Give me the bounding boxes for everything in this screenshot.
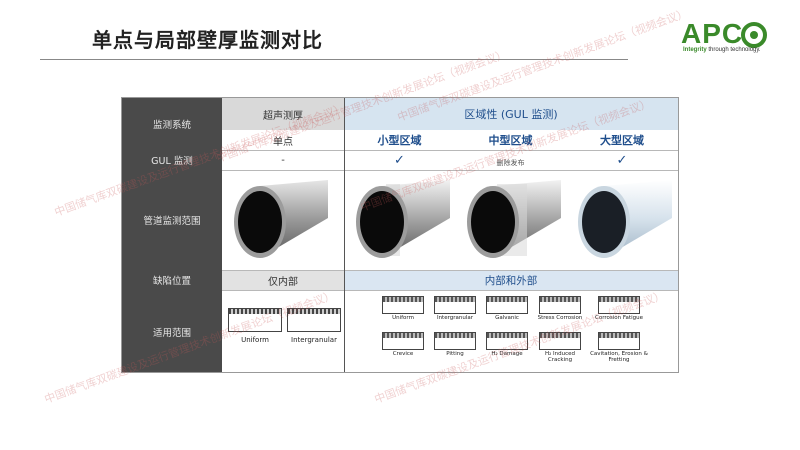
check-small: ✓	[394, 152, 405, 168]
gul-type-r2-3-label: H₂ Induced Cracking	[544, 351, 576, 363]
row-label-system: 监测系统	[152, 120, 191, 131]
logo-ring-icon	[741, 22, 767, 48]
ut-type-intergranular: Intergranular	[286, 308, 342, 344]
row-label-scope: 适用范围	[152, 328, 191, 339]
gul-type-r1-4-label: Corrosion Fatigue	[595, 315, 643, 321]
gul-defect-loc: 内部和外部	[344, 270, 678, 290]
row-divider	[222, 170, 678, 171]
ut-type-uniform: Uniform	[228, 308, 282, 344]
gul-type-r2-4: Cavitation, Erosion & Fretting	[588, 332, 650, 363]
row-divider	[222, 270, 678, 271]
gul-type-r2-2: H₂ Damage	[482, 332, 532, 357]
pipe-ut	[234, 180, 328, 258]
ut-type-uniform-label: Uniform	[241, 336, 269, 344]
label-column	[122, 98, 222, 372]
check-large: ✓	[616, 152, 628, 168]
gul-col-small: 小型区域	[377, 134, 422, 147]
gul-type-r2-4-label: Cavitation, Erosion & Fretting	[590, 351, 648, 363]
logo: APC Integrity through technology.	[681, 18, 773, 56]
gul-type-r1-0-label: Uniform	[392, 315, 414, 321]
ut-gul-value: -	[281, 154, 285, 166]
medium-note: 删除发布	[496, 159, 525, 167]
pipe-small	[356, 180, 450, 258]
row-label-range: 管道监测范围	[143, 216, 201, 227]
row-label-gul: GUL 监测	[151, 156, 193, 167]
gul-type-r2-1-label: Pitting	[446, 351, 464, 357]
gul-col-medium: 中型区域	[488, 134, 533, 147]
gul-col-large: 大型区域	[600, 134, 644, 147]
ut-header: 超声测厚	[222, 98, 344, 130]
gul-type-r2-3: H₂ Induced Cracking	[532, 332, 588, 363]
gul-type-r1-2: Galvanic	[482, 296, 532, 321]
gul-type-r1-1: Intergranular	[429, 296, 481, 321]
logo-tagline: Integrity through technology.	[683, 47, 761, 53]
ut-sub: 单点	[273, 136, 293, 148]
gul-type-r1-1-label: Intergranular	[436, 315, 474, 321]
gul-type-r1-2-label: Galvanic	[495, 315, 519, 321]
gul-header: 区域性 (GUL 监测)	[344, 98, 678, 130]
pipe-large	[578, 180, 672, 258]
gul-type-r1-3: Stress Corrosion	[532, 296, 588, 321]
logo-tagline-b: through technology.	[706, 47, 761, 53]
ut-type-intergranular-label: Intergranular	[291, 336, 337, 344]
comparison-table: 超声测厚 区域性 (GUL 监测) 监测系统 单点 小型区域 中型区域 大型区域…	[121, 97, 679, 373]
gul-type-r2-0: Crevice	[378, 332, 428, 357]
row-divider	[222, 290, 678, 291]
column-divider	[344, 98, 345, 372]
row-divider	[222, 150, 678, 151]
gul-type-r2-2-label: H₂ Damage	[491, 351, 523, 357]
gul-type-r2-1: Pitting	[429, 332, 481, 357]
gul-type-r1-3-label: Stress Corrosion	[537, 315, 583, 321]
logo-tagline-a: Integrity	[683, 47, 707, 53]
logo-brand: APC	[681, 18, 744, 49]
row-label-defect: 缺陷位置	[152, 276, 191, 287]
pipe-medium	[467, 180, 561, 258]
gul-type-r2-0-label: Crevice	[392, 351, 414, 357]
ut-defect-loc: 仅内部	[222, 270, 344, 290]
page-title: 单点与局部壁厚监测对比	[92, 28, 323, 52]
gul-type-r1-4: Corrosion Fatigue	[588, 296, 650, 321]
gul-type-r1-0: Uniform	[378, 296, 428, 321]
title-divider	[40, 59, 628, 60]
